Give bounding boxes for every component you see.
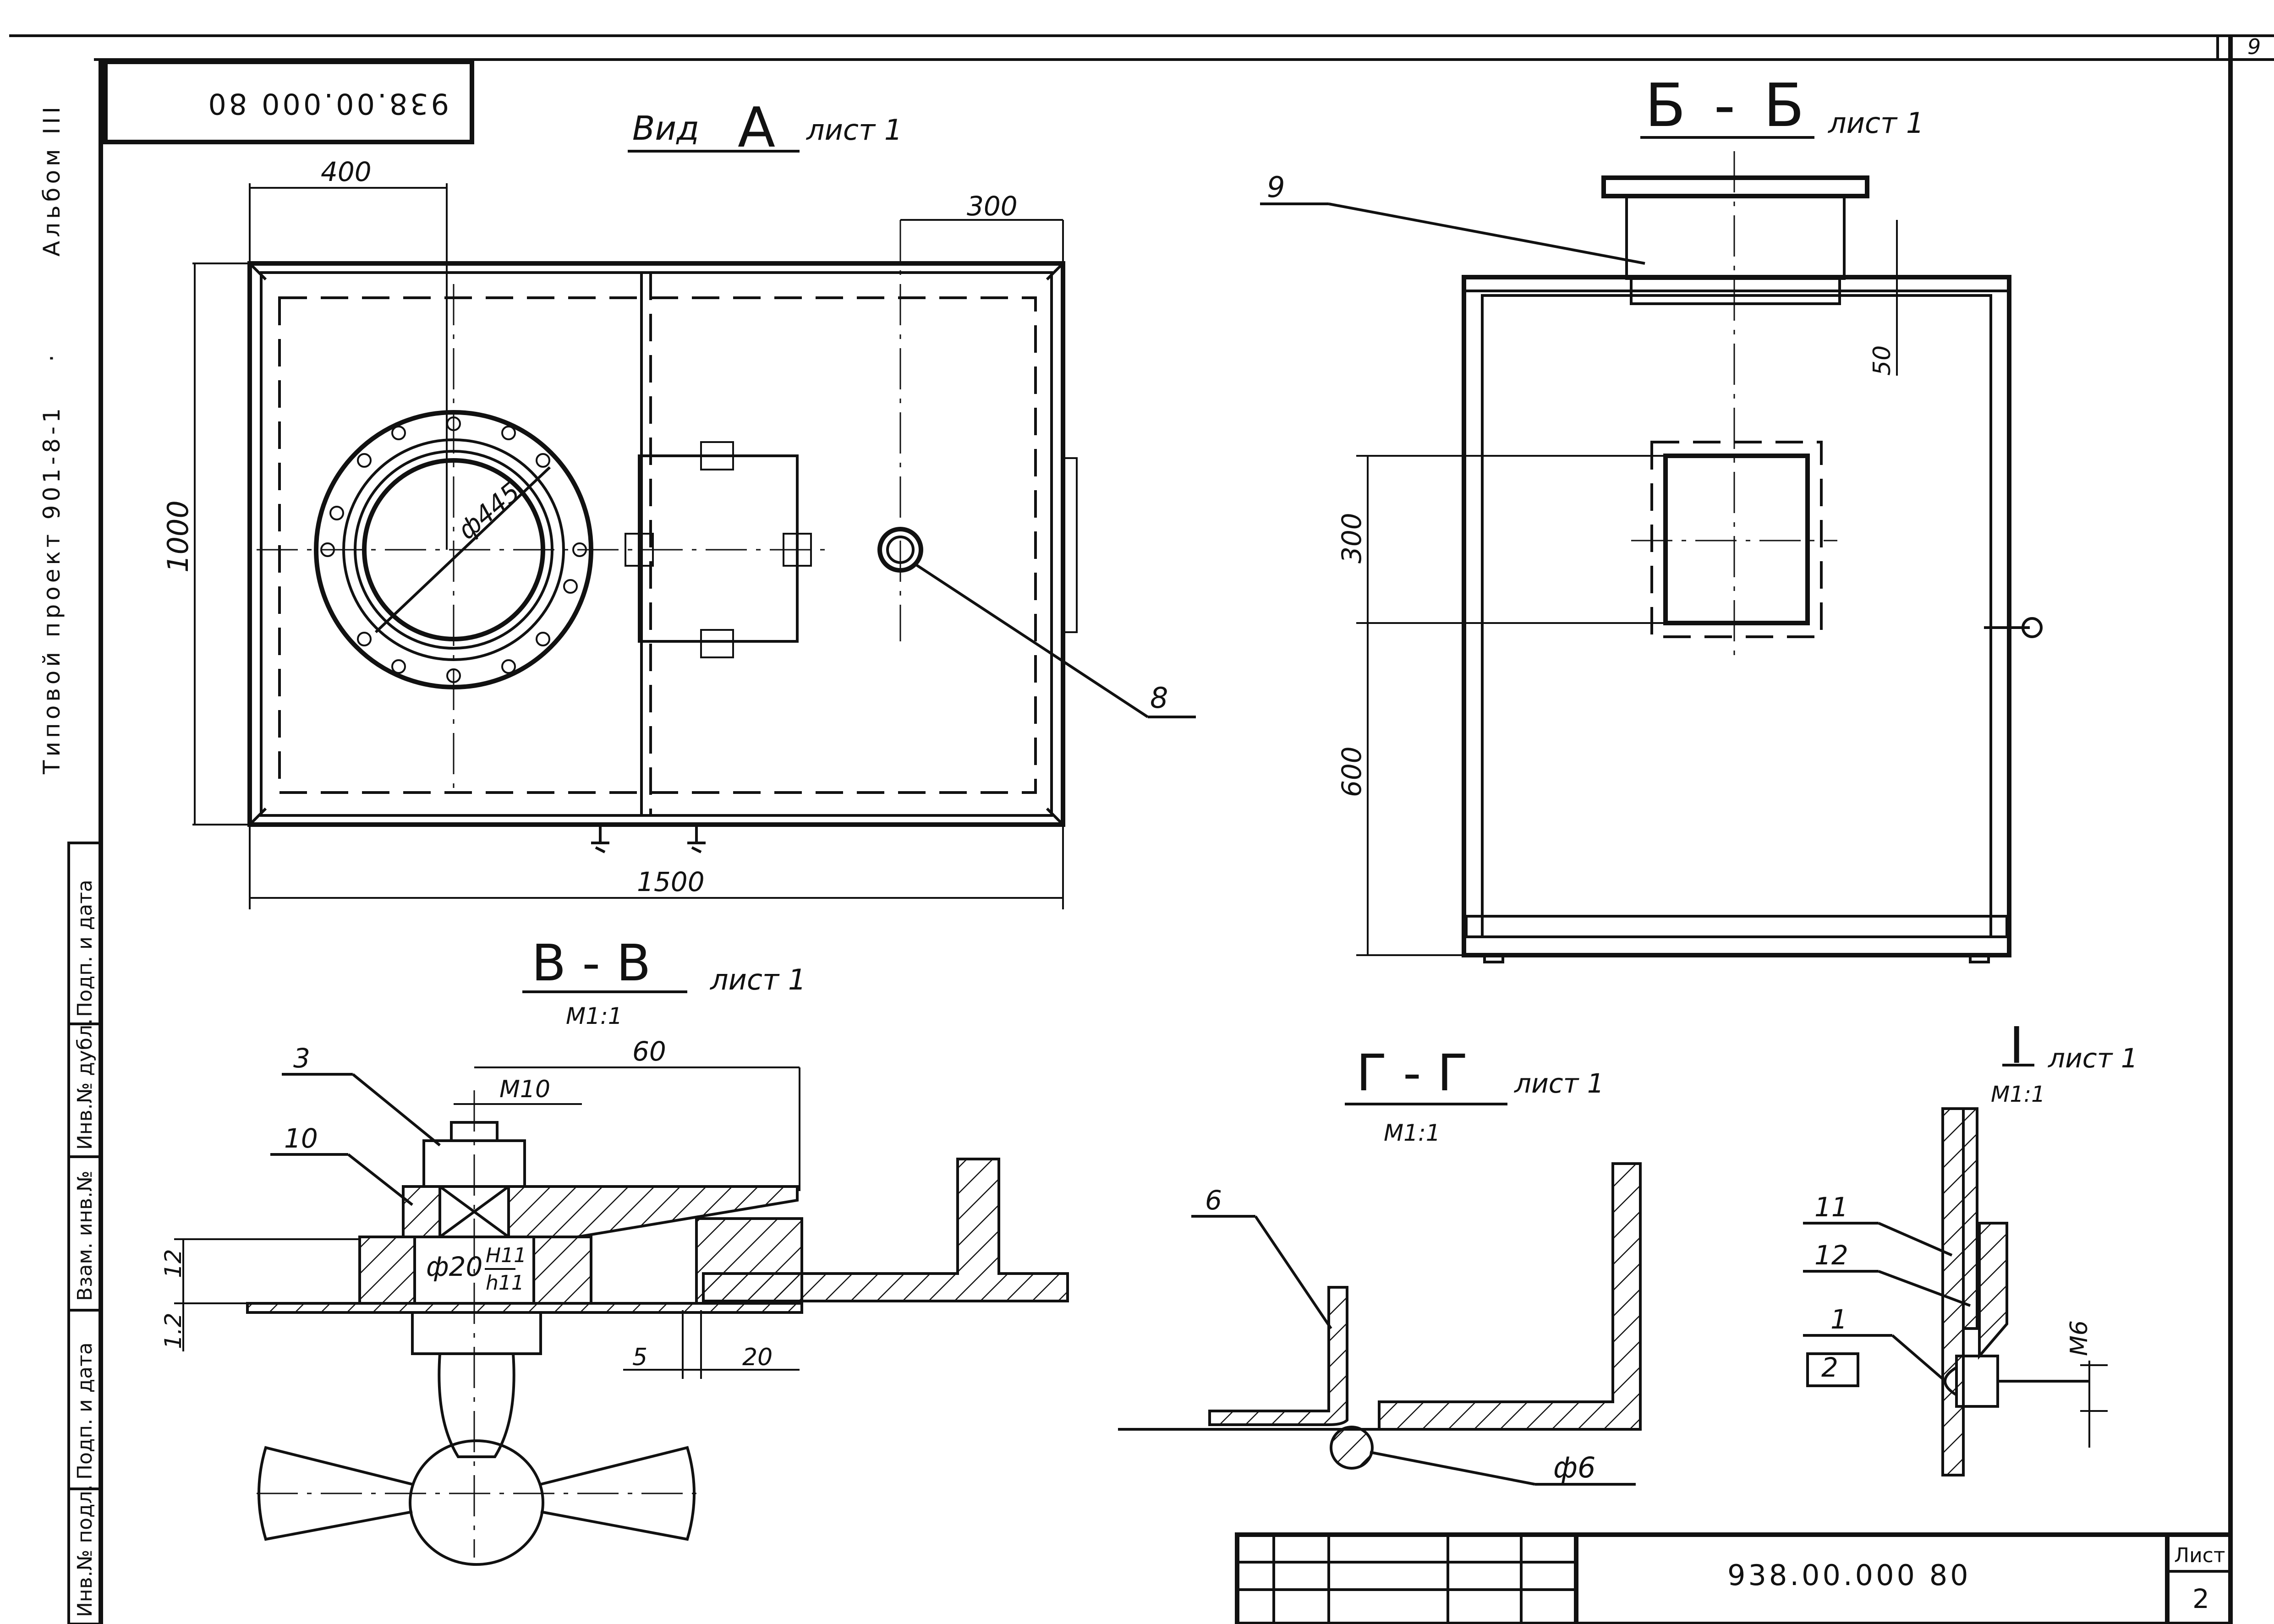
title-doc-number: 938.00.000 80 [1727,1558,1971,1592]
dim-600: 600 [1336,746,1367,797]
section-bb-title: Б - Б [1645,71,1809,140]
callout-1: 1 [1830,1304,1847,1335]
callout-9: 9 [1267,170,1285,204]
sheet-frame [9,34,2274,1624]
callout-8: 8 [1150,681,1168,715]
title-sheet-label: Лист [2174,1544,2225,1567]
side-project-text: Типовой проект 901-8-1 [38,405,65,775]
callout-10: 10 [284,1123,318,1154]
callout-11: 11 [1814,1192,1848,1223]
strip-inv-podl: Инв.№ подл. [73,1484,97,1617]
title-block [1235,1532,2233,1624]
view-a-letter: А [738,96,775,160]
dim-phi6: ф6 [1553,1451,1595,1484]
section-b-b: Б - Б лист 1 9 300 600 50 [1260,71,2043,963]
dim-20: 20 [742,1344,773,1371]
dim-5: 5 [632,1344,647,1371]
stamp-box [103,60,474,144]
section-v-v: В - В лист 1 М1:1 60 М10 [160,934,1069,1566]
strip-podp-data-2: Подп. и дата [73,880,97,1017]
dim-1500: 1500 [637,866,705,897]
dim-1-2: 1.2 [160,1312,186,1349]
dim-60: 60 [632,1036,666,1067]
section-bb-sheet: лист 1 [1828,106,1924,140]
title-sheet-number: 2 [2192,1583,2209,1614]
dim-fit-top: H11 [486,1244,526,1267]
section-gg-title: Г - Г [1356,1044,1468,1102]
dim-phi20: ф20 [426,1251,482,1282]
section-gg-sheet: лист 1 [1514,1068,1604,1099]
dim-phi445: ф445 [452,477,526,545]
dim-m6: М6 [2066,1320,2093,1356]
dim-fit-bot: h11 [486,1271,524,1295]
view-a-title: Вид [632,109,699,148]
view-a: Вид А лист 1 [161,96,1196,909]
sheet-corner-number: 9 [2247,34,2261,59]
section-vv-sheet: лист 1 [710,963,806,996]
section-gg-scale: М1:1 [1384,1120,1441,1146]
dim-12: 12 [160,1249,186,1278]
stamp-rotated-number: 938.00.000 80 [205,87,449,120]
detail-i-scale: М1:1 [1991,1082,2045,1107]
callout-12: 12 [1814,1240,1848,1271]
section-vv-title: В - В [532,934,651,992]
callout-3: 3 [293,1043,310,1074]
detail-i: I лист 1 М1:1 М6 11 12 1 2 [1803,1016,2138,1476]
dim-m10: М10 [499,1076,550,1103]
dim-300-top: 300 [967,191,1018,222]
detail-i-sheet: лист 1 [2048,1043,2138,1074]
strip-inv-dubl: Инв.№ дубл. [73,1018,97,1150]
left-margin-strip [67,842,102,1624]
strip-vzam-inv: Взам. инв.№ [73,1170,97,1301]
section-g-g: Г - Г лист 1 М1:1 6 ф6 [1118,1044,1642,1486]
callout-2: 2 [1821,1352,1838,1383]
side-dot: · [38,355,65,362]
view-a-sheet: лист 1 [806,113,902,147]
dim-50: 50 [1869,345,1896,376]
dim-1000: 1000 [161,500,195,573]
callout-6: 6 [1205,1185,1222,1216]
side-album-text: Альбом III [38,103,65,257]
dim-300-side: 300 [1336,513,1367,563]
dim-400: 400 [321,156,372,187]
strip-podp-data-1: Подп. и дата [73,1342,97,1480]
section-vv-scale: М1:1 [566,1003,623,1029]
